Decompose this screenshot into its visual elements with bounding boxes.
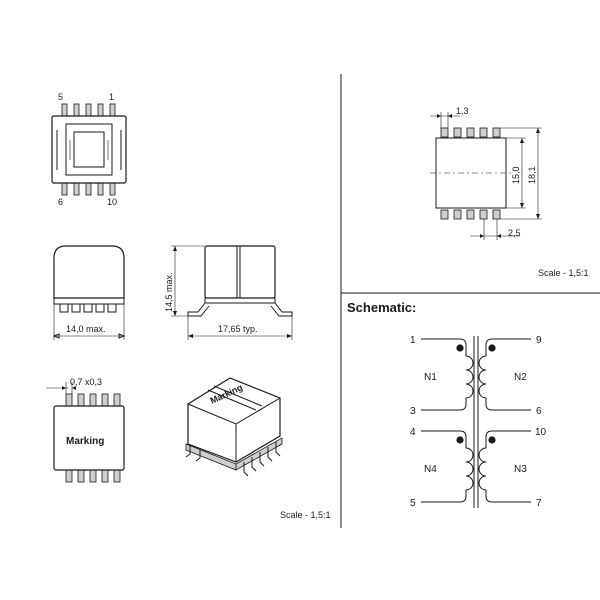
schem-pin-9: 9 [536,335,542,346]
schem-pin-7: 7 [536,498,542,509]
iso-view-pins [185,442,281,477]
package-scale-label: Scale - 1,5:1 [280,510,331,520]
schem-pin-4: 4 [410,427,416,438]
winding-label-n2: N2 [514,372,527,383]
winding-label-n1: N1 [424,372,437,383]
schematic: Schematic: 1 3 4 5 9 6 10 7 [347,300,547,509]
inner-height-label: 15,0 [511,166,521,184]
dot-n2 [488,344,496,352]
outer-height-label: 18,1 [527,166,537,184]
winding-label-n4: N4 [424,464,437,475]
schem-pin-6: 6 [536,406,542,417]
schem-pin-5: 5 [410,498,416,509]
dot-n1 [456,344,464,352]
bottom-view-body [53,405,125,471]
pitch-label-footprint: 2,5 [508,228,521,238]
footprint: 1,3 15,0 18,1 2,5 [430,106,542,240]
iso-view: Marking [185,377,283,477]
front-view-body [53,245,125,299]
side-view: 14,5 max. 17,65 typ. [164,245,293,340]
footprint-pads-top [440,127,501,138]
dot-n3 [488,436,496,444]
footprint-scale-label: Scale - 1,5:1 [538,268,589,278]
schem-pin-3: 3 [410,406,416,417]
schematic-title: Schematic: [347,300,416,315]
front-view: 14,0 max. [52,245,126,340]
pad-width-label: 1,3 [456,106,469,116]
schem-pin-10: 10 [535,427,547,438]
side-length-label: 17,65 typ. [218,324,258,334]
top-view: 5 1 6 10 [51,92,127,207]
footprint-pads-bottom [440,209,501,220]
winding-n4 [421,430,474,503]
dot-n4 [456,436,464,444]
side-height-label: 14,5 max. [164,272,174,312]
pin-label-10: 10 [107,197,117,207]
front-view-pins [59,304,117,313]
winding-n1 [421,338,474,411]
winding-n2 [478,338,531,411]
bottom-marking-label: Marking [66,436,104,447]
top-view-body [51,115,127,184]
pin-label-5: 5 [58,92,63,102]
pin-label-1: 1 [109,92,114,102]
winding-label-n3: N3 [514,464,527,475]
pin-label-6: 6 [58,197,63,207]
winding-n3 [478,430,531,503]
top-view-pins-bottom [61,180,116,196]
front-width-label: 14,0 max. [66,324,106,334]
schem-pin-1: 1 [410,335,416,346]
bottom-view: 0,7 x0,3 Marking [46,377,125,483]
pitch-label: 0,7 x0,3 [70,377,102,387]
